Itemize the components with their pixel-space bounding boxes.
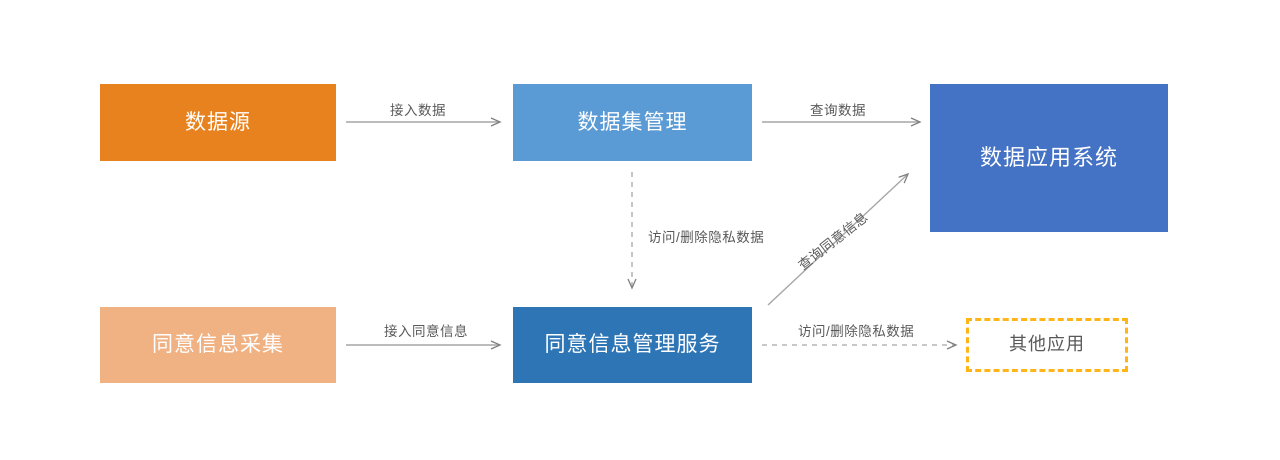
node-dataset-management[interactable]: 数据集管理 — [513, 84, 752, 161]
node-consent-collection[interactable]: 同意信息采集 — [100, 307, 336, 383]
node-data-application-system[interactable]: 数据应用系统 — [930, 84, 1168, 232]
edge-label-access-delete-private: 访问/删除隐私数据 — [648, 230, 765, 245]
node-consent-management-service-label: 同意信息管理服务 — [544, 333, 721, 357]
node-consent-management-service[interactable]: 同意信息管理服务 — [513, 307, 752, 383]
node-data-source[interactable]: 数据源 — [100, 84, 336, 161]
node-other-applications[interactable]: 其他应用 — [966, 318, 1128, 372]
edge-label-access-delete-other: 访问/删除隐私数据 — [798, 324, 915, 339]
node-consent-collection-label: 同意信息采集 — [152, 333, 284, 357]
edge-label-ingest-consent: 接入同意信息 — [384, 324, 468, 339]
edge-label-ingest-data: 接入数据 — [390, 103, 446, 118]
edge-label-query-consent: 查询同意信息 — [795, 209, 871, 273]
node-dataset-management-label: 数据集管理 — [577, 110, 688, 134]
node-other-applications-label: 其他应用 — [1009, 334, 1085, 355]
edge-label-query-data: 查询数据 — [810, 103, 866, 118]
node-data-application-system-label: 数据应用系统 — [979, 144, 1118, 170]
node-data-source-label: 数据源 — [185, 110, 251, 134]
